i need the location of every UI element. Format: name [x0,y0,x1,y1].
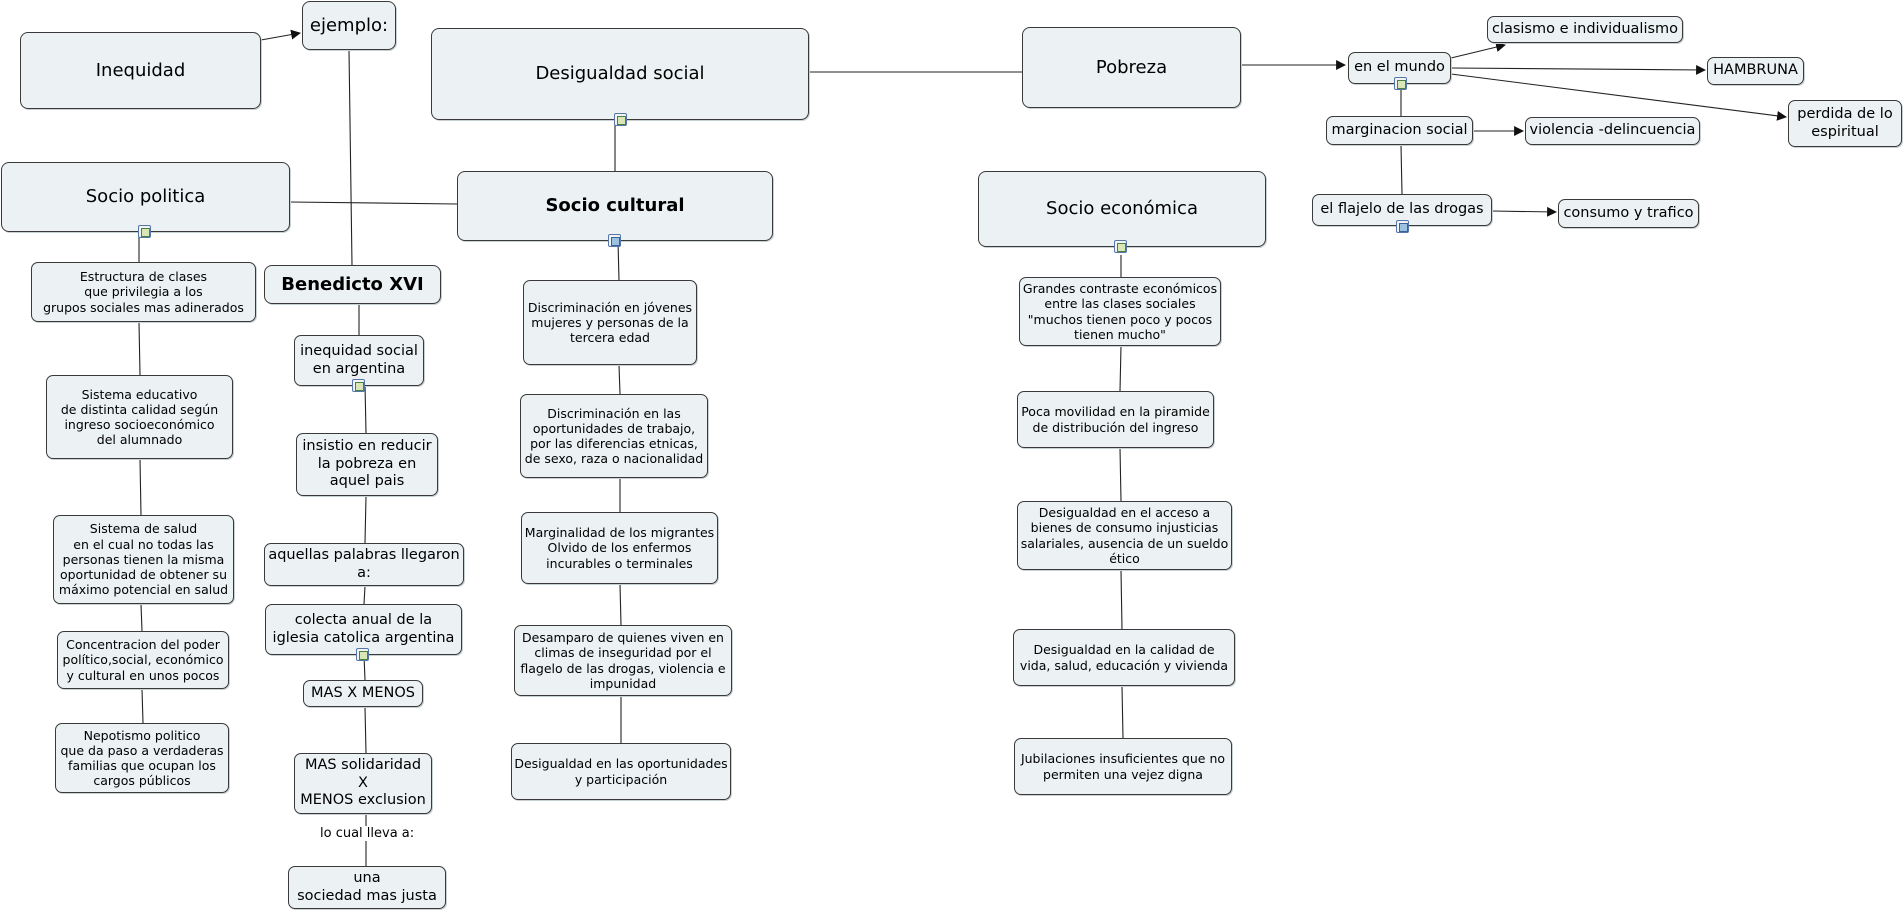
node-pobreza[interactable]: Pobreza [1022,27,1241,108]
node-cultural-2[interactable]: Discriminación en las oportunidades de t… [520,394,708,478]
node-benedicto-7[interactable]: una sociedad mas justa [288,866,446,909]
node-benedicto-4[interactable]: colecta anual de la iglesia catolica arg… [265,604,462,655]
arrow-mundo-clasismo [1450,42,1506,59]
node-consumo[interactable]: consumo y trafico [1558,199,1699,228]
node-benedicto-2[interactable]: insistio en reducir la pobreza en aquel … [296,433,438,496]
image-icon-flajelo[interactable] [1396,220,1409,233]
arrow-flajelo-consumo [1491,206,1557,217]
arrow-mundo-hambruna [1450,64,1706,75]
node-flajelo[interactable]: el flajelo de las drogas [1312,194,1492,226]
resource-icon-benedicto-4[interactable] [356,648,369,661]
node-benedicto-1[interactable]: inequidad social en argentina [294,335,424,386]
arrow-inequidad-ejemplo [260,29,301,41]
resource-icon-politica[interactable] [138,225,151,238]
node-politica-1[interactable]: Estructura de clases que privilegia a lo… [31,262,256,322]
resource-icon-economica[interactable] [1114,240,1127,253]
node-clasismo[interactable]: clasismo e individualismo [1487,16,1683,43]
node-benedicto-3[interactable]: aquellas palabras llegaron a: [264,543,464,586]
node-economica-1[interactable]: Grandes contraste económicos entre las c… [1019,277,1221,346]
node-economica-5[interactable]: Jubilaciones insuficientes que no permit… [1014,738,1232,795]
node-economica-4[interactable]: Desigualdad en la calidad de vida, salud… [1013,629,1235,686]
node-politica-2[interactable]: Sistema educativo de distinta calidad se… [46,375,233,459]
node-ejemplo[interactable]: ejemplo: [302,1,396,50]
node-perdida[interactable]: perdida de lo espiritual [1788,100,1902,147]
node-desigualdad-social[interactable]: Desigualdad social [431,28,809,120]
node-benedicto-5[interactable]: MAS X MENOS [303,680,423,707]
image-icon-cultural[interactable] [608,234,621,247]
line-politica-cultural [288,201,458,205]
link-label-lleva-a: lo cual lleva a: [318,826,417,841]
node-marginacion[interactable]: marginacion social [1326,116,1473,145]
node-socio-economica[interactable]: Socio económica [978,171,1266,247]
node-cultural-3[interactable]: Marginalidad de los migrantes Olvido de … [521,512,718,584]
node-benedicto-6[interactable]: MAS solidaridad X MENOS exclusion [294,753,432,814]
node-politica-4[interactable]: Concentracion del poder político,social,… [57,631,229,689]
node-politica-3[interactable]: Sistema de salud en el cual no todas las… [53,515,234,604]
node-economica-3[interactable]: Desigualdad en el acceso a bienes de con… [1017,501,1232,570]
arrow-mundo-perdida [1450,73,1787,121]
node-economica-2[interactable]: Poca movilidad en la piramide de distrib… [1017,391,1214,448]
resource-icon-desigualdad[interactable] [614,113,627,126]
resource-icon-benedicto-1[interactable] [352,379,365,392]
node-inequidad[interactable]: Inequidad [20,32,261,109]
node-cultural-4[interactable]: Desamparo de quienes viven en climas de … [514,625,732,696]
node-socio-cultural[interactable]: Socio cultural [457,171,773,241]
node-cultural-1[interactable]: Discriminación en jóvenes mujeres y pers… [523,280,697,365]
node-socio-politica[interactable]: Socio politica [1,162,290,232]
node-violencia[interactable]: violencia -delincuencia [1525,117,1700,145]
node-politica-5[interactable]: Nepotismo politico que da paso a verdade… [55,723,229,793]
line-ejemplo-benedicto [348,49,353,266]
node-cultural-5[interactable]: Desigualdad en las oportunidades y parti… [511,743,731,800]
resource-icon-mundo[interactable] [1394,77,1407,90]
line-marginacion-flajelo [1400,144,1403,195]
node-hambruna[interactable]: HAMBRUNA [1707,57,1804,85]
node-benedicto[interactable]: Benedicto XVI [264,265,441,304]
